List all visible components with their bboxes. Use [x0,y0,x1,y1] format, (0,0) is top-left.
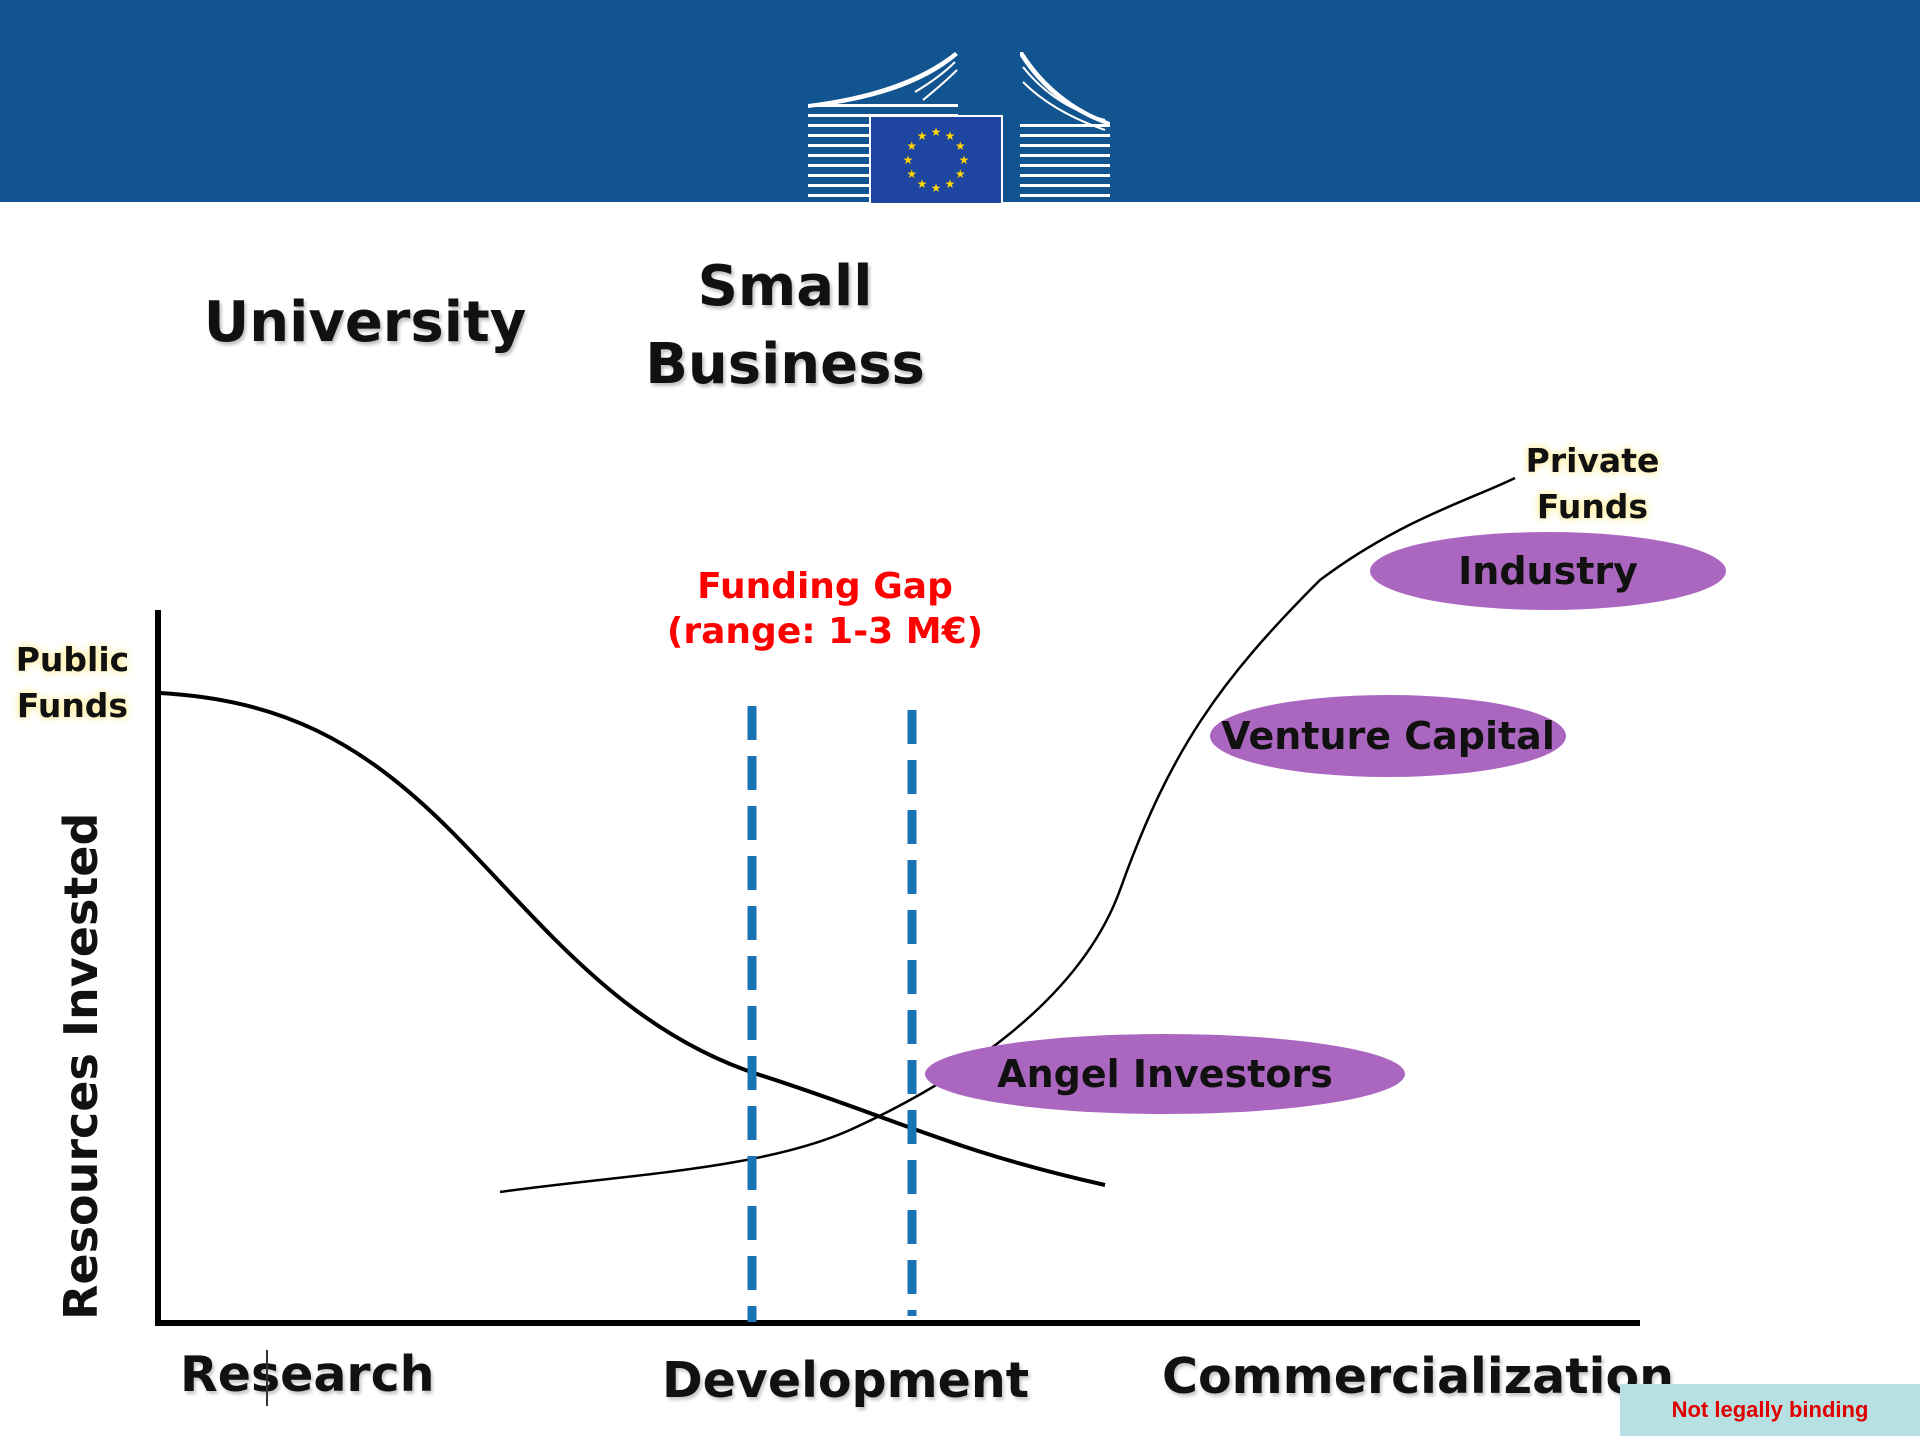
industry-label: Industry [1458,549,1638,593]
public-funds-line1: Public [15,640,130,679]
not-legally-binding-badge: Not legally binding [1620,1384,1920,1436]
eu-star-icon: ★ [917,177,928,191]
eu-star-icon: ★ [945,129,956,143]
eu-star-icon: ★ [959,153,970,167]
public-funds-line2: Funds [16,686,129,725]
stage-commercialization: Commercialization [1162,1348,1674,1405]
venture-capital-label: Venture Capital [1221,714,1555,758]
eu-stars-icon: ★★★★★★★★★★★★ [903,125,970,195]
small-business-heading: Small Business [620,248,950,404]
building-right-icon [1020,52,1110,197]
eu-star-icon: ★ [906,167,917,181]
eu-star-icon: ★ [906,139,917,153]
venture-capital-ellipse: Venture Capital [1210,695,1566,777]
private-funds-curve [499,476,1516,1194]
eu-star-icon: ★ [931,125,942,139]
small-business-line1: Small [697,254,873,319]
private-funds-line1: Private [1525,441,1660,480]
angel-investors-label: Angel Investors [997,1052,1333,1096]
private-funds-line2: Funds [1536,487,1649,526]
eu-star-icon: ★ [955,167,966,181]
private-funds-label: Private Funds [1520,438,1665,530]
university-heading: University [203,290,527,355]
public-funds-curve [159,691,1106,1187]
funding-gap-title: Funding Gap [697,566,953,607]
small-business-line2: Business [645,332,925,397]
funding-gap-label: Funding Gap (range: 1-3 M€) [630,564,1020,654]
stage-development: Development [662,1352,1030,1409]
eu-star-icon: ★ [903,153,914,167]
angel-investors-ellipse: Angel Investors [925,1034,1405,1114]
eu-star-icon: ★ [945,177,956,191]
text-cursor [266,1350,268,1406]
industry-ellipse: Industry [1370,532,1726,610]
eu-flag-icon [869,115,1003,204]
eu-star-icon: ★ [917,129,928,143]
public-funds-label: Public Funds [10,637,135,729]
funding-gap-range: (range: 1-3 M€) [666,611,984,652]
european-commission-logo: ★★★★★★★★★★★★ [808,52,1110,204]
eu-star-icon: ★ [955,139,966,153]
eu-star-icon: ★ [931,181,942,195]
stage-research: Research [180,1346,435,1403]
